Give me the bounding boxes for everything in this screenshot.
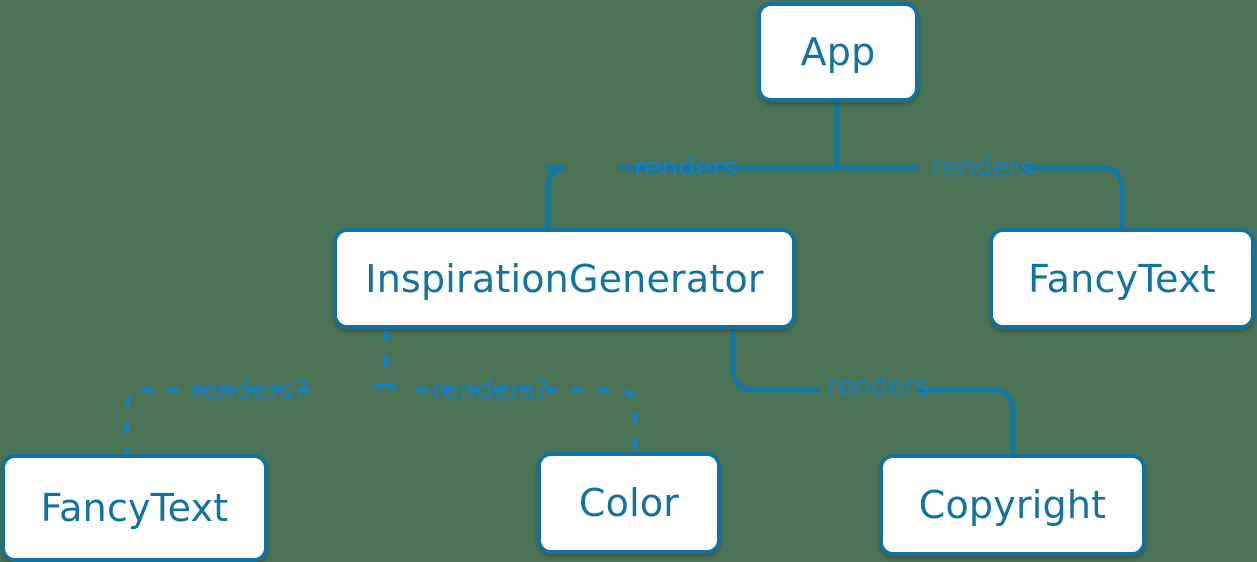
node-app[interactable]: App — [757, 2, 919, 102]
edge-label-inspirationgenerator-to-color: renders? — [432, 375, 550, 406]
node-app-label: App — [800, 30, 876, 74]
edge-app-to-fancytext — [834, 165, 1125, 231]
edge-label-app-to-fancytext: renders — [931, 152, 1035, 183]
edge-inspirationgenerator-to-fancytext — [124, 382, 387, 454]
node-fancytext-top[interactable]: FancyText — [989, 228, 1255, 329]
edge-label-inspirationgenerator-to-fancytext: renders? — [191, 375, 309, 406]
node-color-label: Color — [578, 481, 680, 525]
node-copyright-label: Copyright — [918, 483, 1107, 527]
node-fancytext-bottom[interactable]: FancyText — [1, 454, 268, 562]
edge-label-inspirationgenerator-to-copyright: renders — [827, 371, 931, 402]
edge-label-app-to-inspirationgenerator: renders — [634, 152, 738, 183]
edge-inspirationgenerator-to-color — [385, 382, 638, 452]
node-fancytext-bottom-label: FancyText — [40, 486, 229, 530]
node-color[interactable]: Color — [537, 452, 721, 554]
node-copyright[interactable]: Copyright — [879, 454, 1146, 556]
node-inspirationgenerator-label: InspirationGenerator — [365, 256, 764, 301]
node-fancytext-top-label: FancyText — [1028, 256, 1216, 301]
edge-inspirationgenerator-to-copyright — [730, 327, 1016, 457]
node-inspirationgenerator[interactable]: InspirationGenerator — [333, 228, 796, 329]
